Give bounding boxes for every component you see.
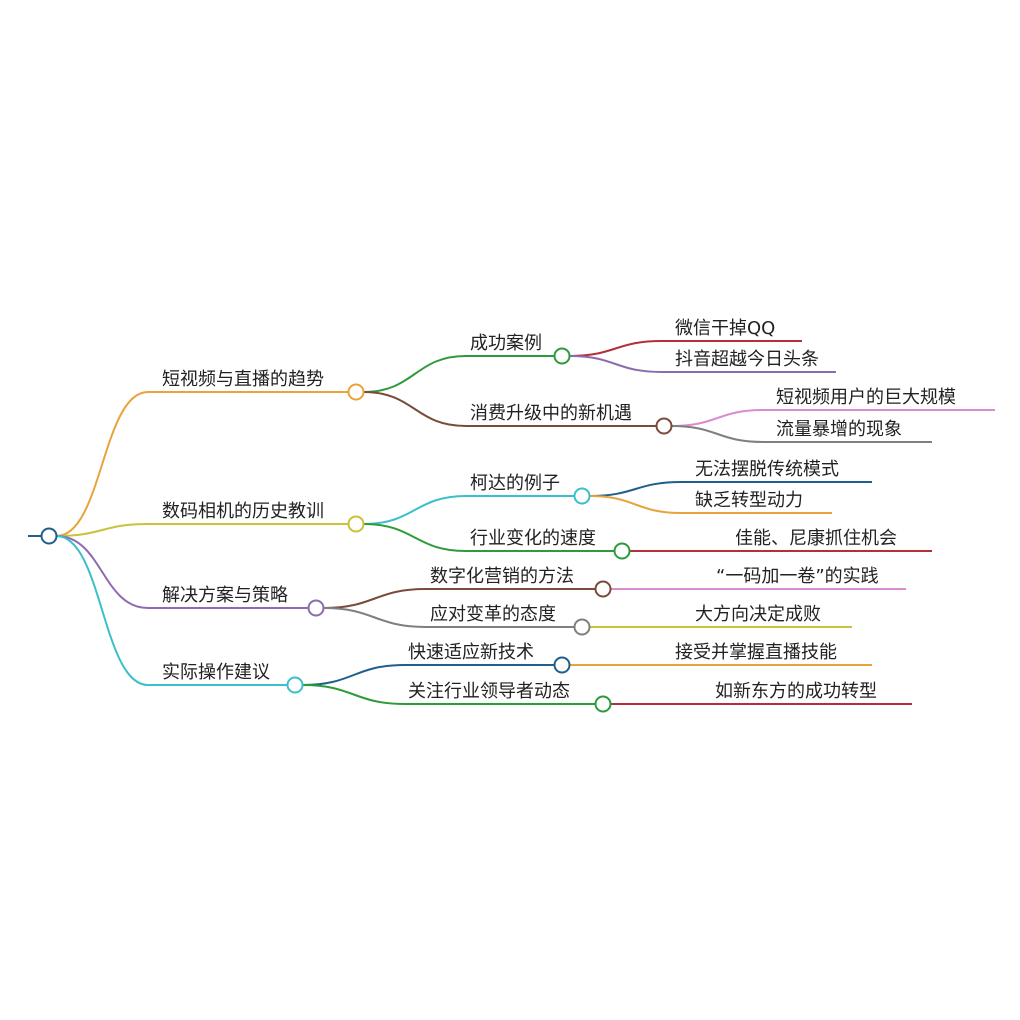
branch-node[interactable] (286, 676, 304, 694)
branch-line (56, 391, 349, 537)
leaf-line (671, 425, 932, 443)
subbranch-line (323, 588, 596, 609)
branch-line (56, 535, 288, 686)
leaf-label: 如新东方的成功转型 (715, 681, 877, 702)
leaf-line (589, 481, 872, 497)
subbranch-line (363, 523, 615, 552)
leaf-label: “一码加一卷”的实践 (716, 566, 879, 587)
subbranch-label: 快速适应新技术 (408, 642, 534, 663)
leaf-line (569, 355, 836, 373)
subbranch-label: 柯达的例子 (470, 473, 560, 494)
subbranch-node[interactable] (553, 347, 571, 365)
leaf-label: 佳能、尼康抓住机会 (735, 528, 897, 549)
branch-node[interactable] (347, 515, 365, 533)
branch-label: 数码相机的历史教训 (162, 501, 324, 522)
subbranch-label: 数字化营销的方法 (430, 566, 574, 587)
connectors (28, 340, 995, 705)
leaf-line (589, 495, 832, 514)
subbranch-line (363, 355, 555, 393)
branch-label: 解决方案与策略 (162, 585, 288, 606)
leaf-label: 缺乏转型动力 (695, 490, 803, 511)
subbranch-line (302, 664, 555, 686)
leaf-label: 流量暴增的现象 (776, 419, 902, 440)
subbranch-label: 成功案例 (470, 333, 542, 354)
subbranch-line (302, 684, 596, 705)
subbranch-label: 消费升级中的新机遇 (470, 403, 632, 424)
subbranch-node[interactable] (553, 656, 571, 674)
subbranch-node[interactable] (573, 487, 591, 505)
subbranch-node[interactable] (573, 618, 591, 636)
subbranch-label: 行业变化的速度 (470, 528, 596, 549)
leaf-label: 接受并掌握直播技能 (675, 642, 837, 663)
branch-node[interactable] (307, 599, 325, 617)
subbranch-node[interactable] (655, 417, 673, 435)
subbranch-line (323, 607, 575, 628)
leaf-label: 抖音超越今日头条 (675, 349, 819, 370)
leaf-line (569, 340, 802, 357)
node-circles (40, 347, 673, 713)
subbranch-line (363, 391, 657, 427)
leaf-label: 短视频用户的巨大规模 (776, 387, 956, 408)
branch-label: 实际操作建议 (162, 662, 270, 683)
subbranch-node[interactable] (594, 695, 612, 713)
leaf-label: 大方向决定成败 (695, 604, 821, 625)
subbranch-line (363, 495, 575, 525)
leaf-label: 无法摆脱传统模式 (695, 459, 839, 480)
subbranch-label: 应对变革的态度 (430, 604, 556, 625)
root-node[interactable] (40, 527, 58, 545)
branch-line (56, 535, 309, 609)
subbranch-label: 关注行业领导者动态 (408, 681, 570, 702)
branch-node[interactable] (347, 383, 365, 401)
branch-line (56, 523, 349, 537)
subbranch-node[interactable] (594, 580, 612, 598)
leaf-line (671, 409, 995, 427)
subbranch-node[interactable] (613, 542, 631, 560)
leaf-label: 微信干掉QQ (675, 318, 775, 339)
branch-label: 短视频与直播的趋势 (162, 369, 324, 390)
